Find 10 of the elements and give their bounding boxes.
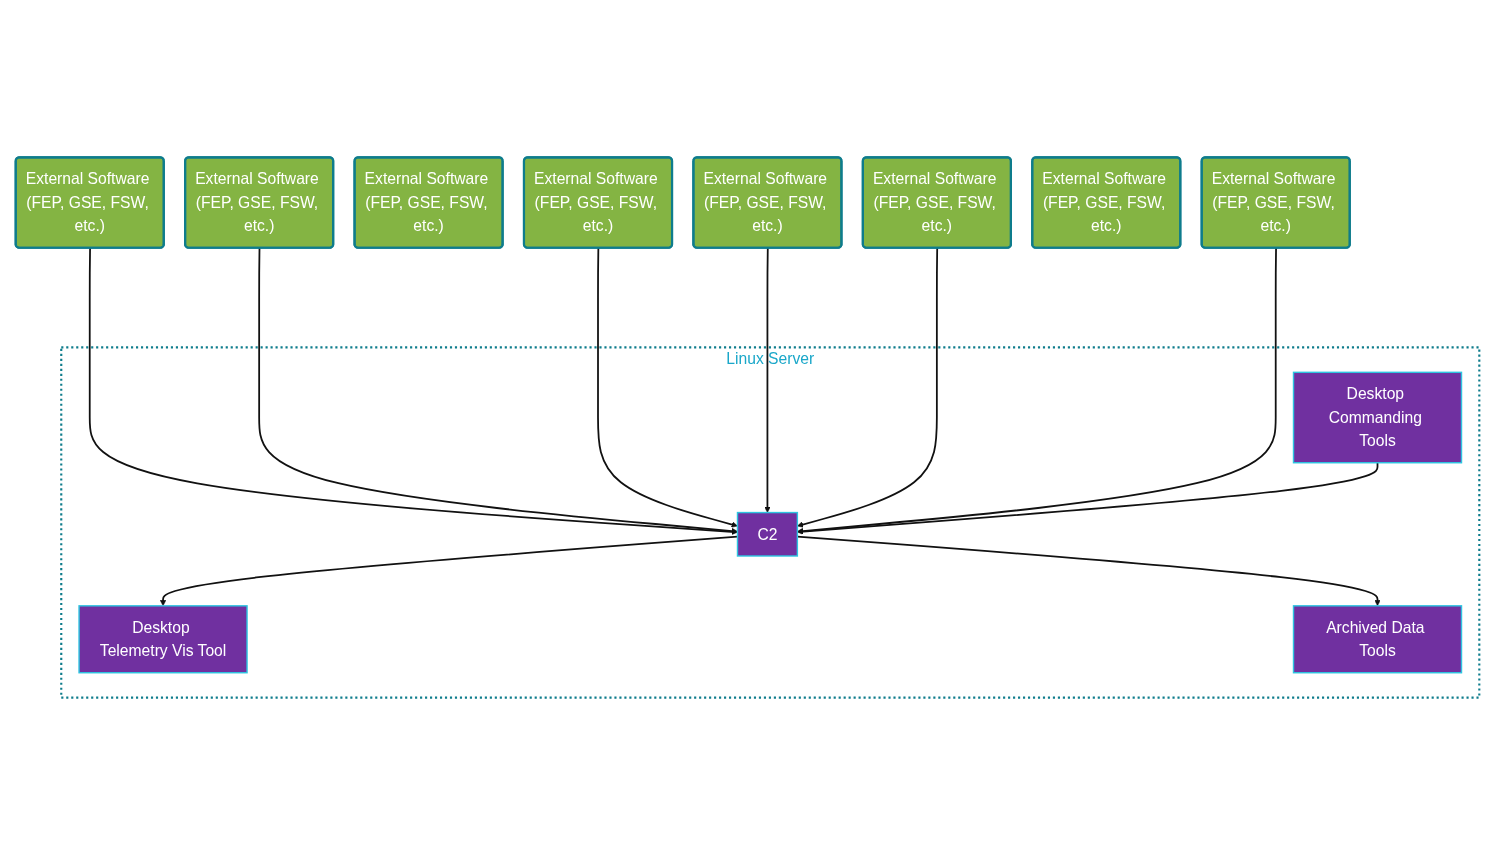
arrow (764, 247, 771, 513)
arrow (258, 247, 738, 535)
node-box: Desktop Commanding Tools (1292, 371, 1463, 464)
node-box: Archived Data Tools (1292, 605, 1463, 674)
arrow (797, 461, 1379, 535)
node-box: C2 (736, 511, 799, 557)
arrow (88, 247, 738, 535)
arrow (797, 247, 939, 528)
node-box: Desktop Telemetry Vis Tool (78, 605, 248, 674)
arrow (597, 247, 738, 528)
